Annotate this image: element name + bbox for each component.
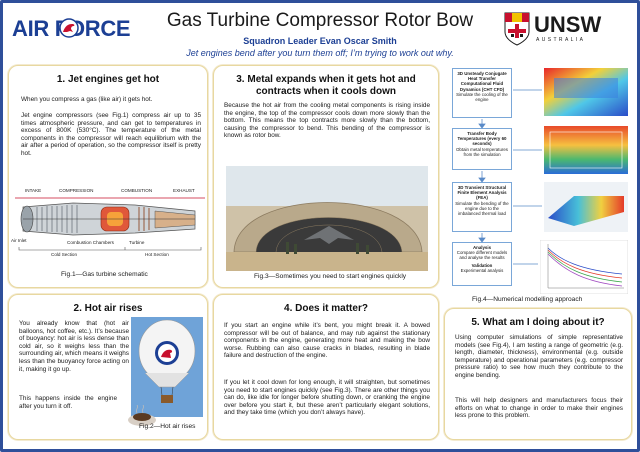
cfd-contour-image [544, 68, 628, 116]
temperature-field-image [544, 126, 628, 174]
box3-desc: Simulate the bending of the engine due t… [455, 200, 509, 217]
panel-jet-engines-get-hot: 1. Jet engines get hot When you compress… [8, 65, 208, 288]
unsw-crest-icon [504, 12, 530, 46]
panel-does-it-matter: 4. Does it matter? If you start an engin… [213, 294, 439, 440]
flow-box-transfer-temps: Transfer Body Temperatures (every 60 sec… [452, 128, 512, 170]
box4-desc: Compare different models and analyse the… [456, 250, 508, 261]
section2-para2: This happens inside the engine after you… [19, 395, 117, 410]
fig1-caption: Fig.1—Gas turbine schematic [61, 271, 148, 278]
section2-para1: You already know that (hot air balloons,… [19, 320, 129, 373]
hot-air-balloon-image [131, 317, 203, 417]
section4-heading: 4. Does it matter? [284, 303, 368, 314]
hot-coffee-image [128, 405, 156, 426]
author-name: Squadron Leader Evan Oscar Smith [243, 36, 397, 46]
section1-para2: Jet engine compressors (see Fig.1) compr… [21, 112, 201, 157]
label-air-inlet: Air Inlet [11, 238, 27, 243]
fea-deformation-image [544, 182, 628, 232]
flow-connectors [478, 89, 542, 265]
panel-hot-air-rises: 2. Hot air rises You already know that (… [8, 294, 208, 440]
box2-desc: Obtain metal temperatures from the simul… [456, 146, 508, 157]
section5-para1: Using computer simulations of simple rep… [455, 334, 623, 379]
figure-numerical-modelling: 3D Unsteady Conjugate Heat Transfer Comp… [450, 66, 630, 306]
label-combustion-chambers: Combustion Chambers [67, 240, 114, 245]
panel-what-am-i-doing: 5. What am I doing about it? Using compu… [444, 308, 632, 440]
unsw-logo-text: UNSW [534, 12, 602, 37]
figure-gas-turbine-schematic: INTAKE COMPRESSION COMBUSTION EXHAUST [9, 188, 209, 268]
box1-desc: Simulate the cooling of the engine [456, 91, 508, 103]
section5-heading: 5. What am I doing about it? [471, 317, 605, 328]
unsw-logo-subtext: AUSTRALIA [536, 37, 586, 43]
gas-turbine-drawing [15, 197, 205, 236]
panel-metal-expands: 3. Metal expands when it gets hot and co… [213, 65, 439, 288]
section3-para1: Because the hot air from the cooling met… [224, 102, 430, 140]
label-compression: COMPRESSION [59, 188, 94, 193]
section1-para1: When you compress a gas (like air) it ge… [21, 96, 153, 103]
label-hot-section: Hot Section [145, 252, 169, 257]
label-intake: INTAKE [25, 188, 42, 193]
section2-heading: 2. Hot air rises [73, 303, 143, 314]
flow-box-cht-cfd: 3D Unsteady Conjugate Heat Transfer Comp… [452, 68, 512, 118]
section3-heading: 3. Metal expands when it gets hot and co… [236, 74, 416, 97]
section-bracket [18, 247, 202, 251]
label-turbine: Turbine [129, 240, 145, 245]
box4-title2: Validation [471, 262, 493, 268]
fig4-caption: Fig.4—Numerical modelling approach [472, 296, 583, 303]
label-exhaust: EXHAUST [173, 188, 195, 193]
section4-para1: If you start an engine while it’s bent, … [224, 322, 430, 360]
poster-subtitle: Jet engines bend after you turn them off… [186, 48, 454, 58]
box4-title: Analysis [472, 245, 492, 250]
kangaroo-roundel-icon [59, 18, 79, 38]
section5-para2: This will help designers and manufacture… [455, 397, 623, 420]
section4-para2: If you let it cool down for long enough,… [224, 379, 430, 417]
label-cold-section: Cold Section [51, 252, 78, 257]
aircraft-hangar-photo [226, 166, 428, 271]
flow-box-analysis: Analysis Compare different models and an… [452, 242, 512, 286]
section1-heading: 1. Jet engines get hot [56, 74, 160, 85]
fig2-caption: Fig.2—Hot air rises [139, 423, 196, 430]
box4-desc2: Experimental analysis [460, 267, 504, 273]
box2-title: Transfer Body Temperatures (every 60 sec… [457, 131, 507, 147]
poster-title: Gas Turbine Compressor Rotor Bow [166, 10, 474, 31]
fig3-caption: Fig.3—Sometimes you need to start engine… [254, 273, 407, 280]
results-plot-image [540, 240, 628, 294]
box1-title: 3D Unsteady Conjugate Heat Transfer Comp… [457, 71, 507, 92]
box3-title: 3D Transient Structural Finite Element A… [457, 185, 507, 201]
label-combustion: COMBUSTION [121, 188, 153, 193]
